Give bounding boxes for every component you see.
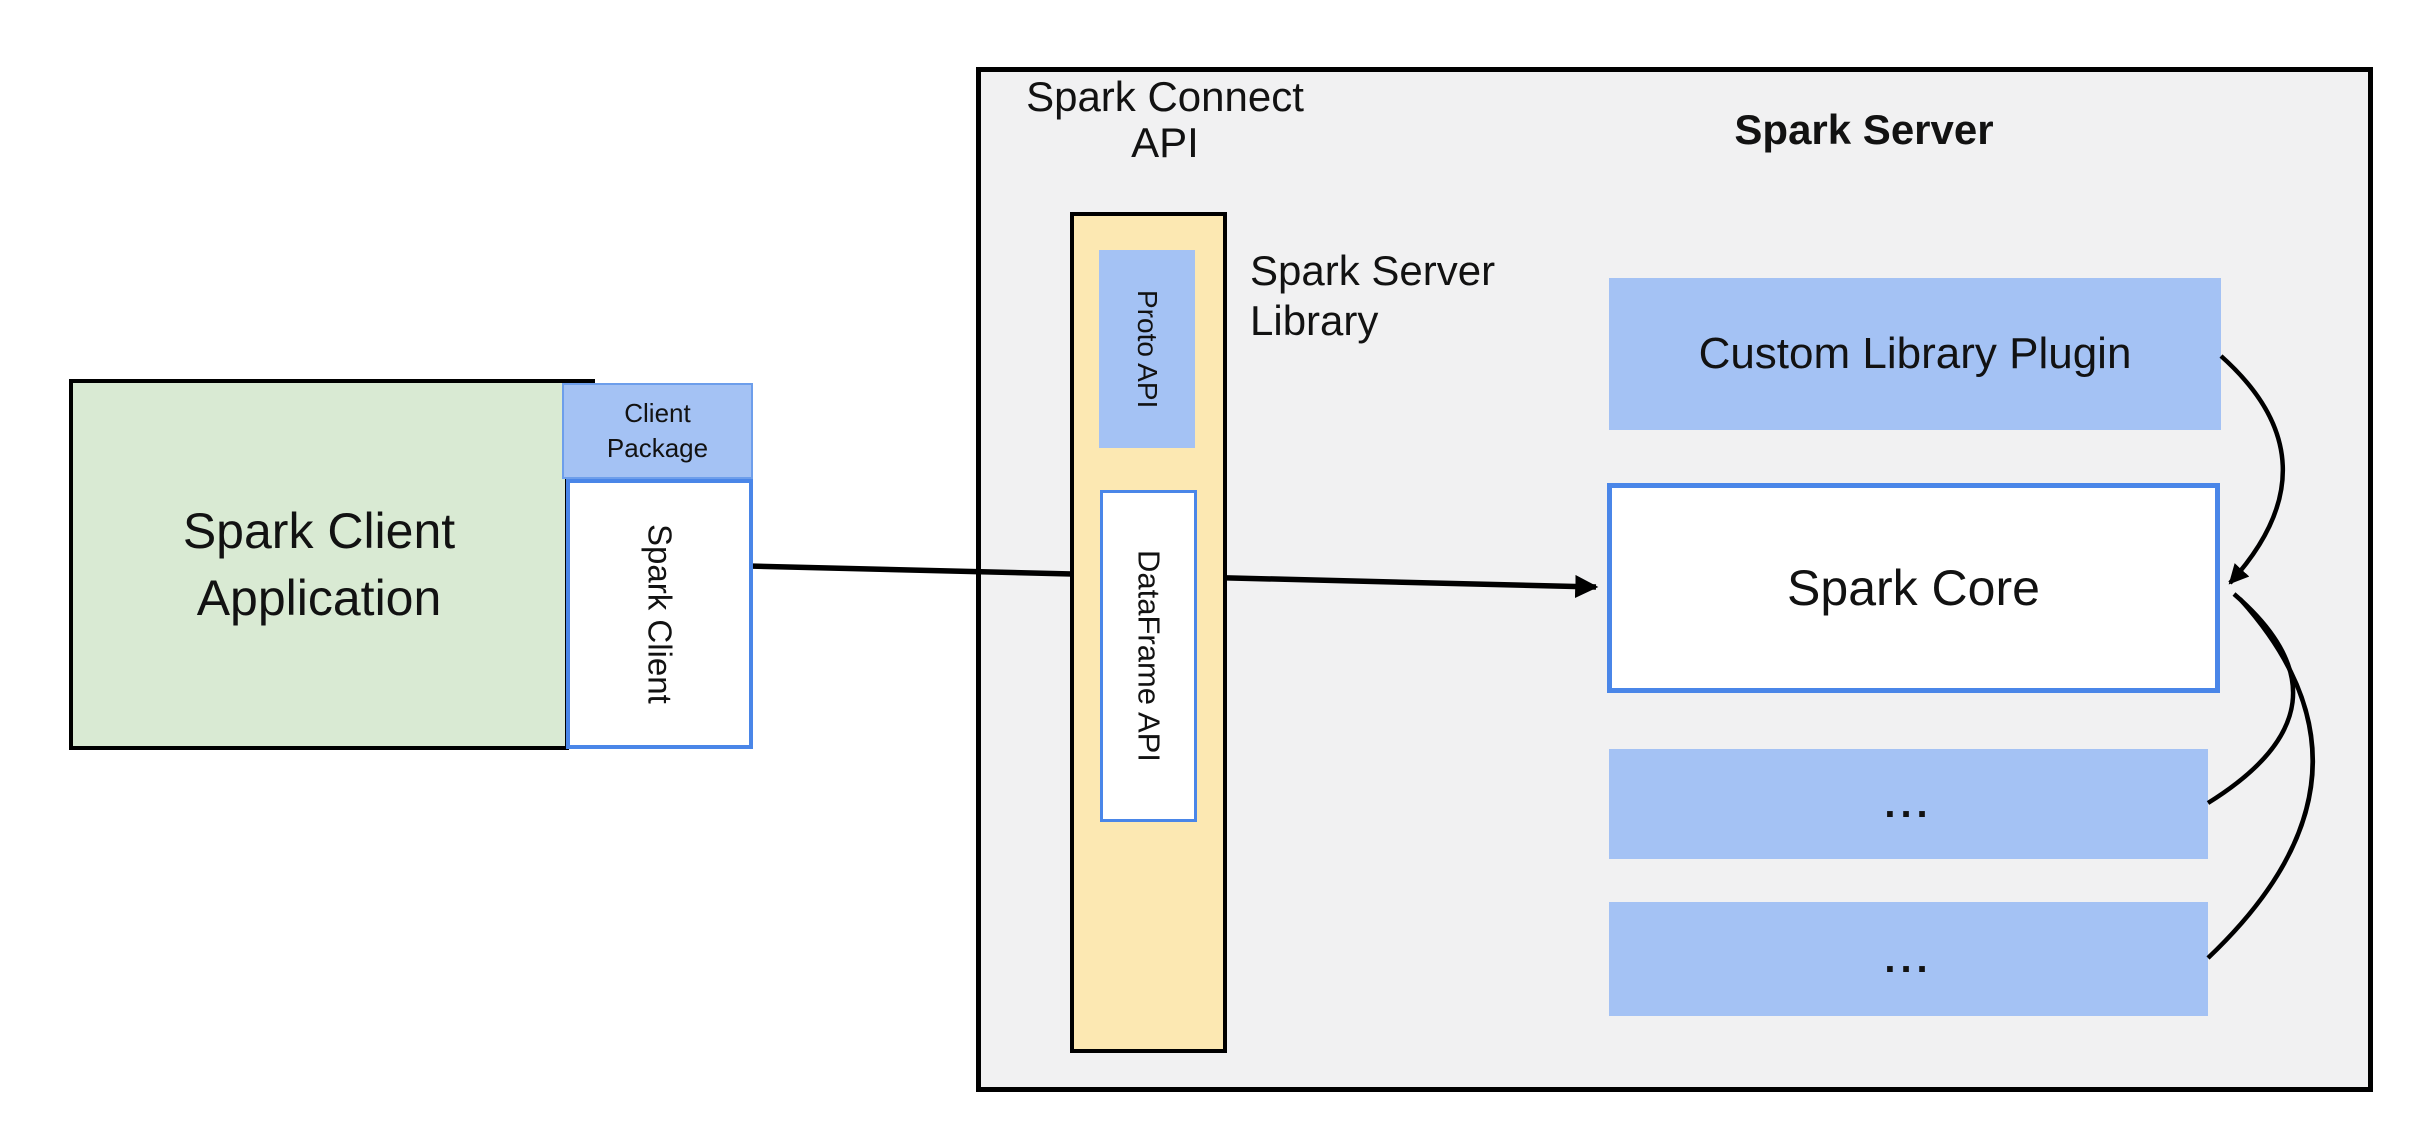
dataframe-api-label: DataFrame API [1131, 550, 1167, 762]
more-plugins-label-2: ... [1884, 937, 1933, 981]
spark-connect-api-label: Spark Connect API [1005, 74, 1325, 166]
proto-api-label: Proto API [1132, 289, 1163, 409]
spark-client-application-box: Spark Client Application [69, 379, 569, 750]
more-plugins-label-1: ... [1884, 782, 1933, 826]
custom-library-plugin-label: Custom Library Plugin [1698, 329, 2132, 378]
spark-core-box: Spark Core [1607, 483, 2220, 693]
more-plugins-box-2: ... [1609, 902, 2208, 1016]
proto-api-box: Proto API [1099, 250, 1195, 448]
spark-server-library-label: Spark Server Library [1250, 247, 1496, 344]
more-plugins-box-1: ... [1609, 749, 2208, 859]
spark-core-label: Spark Core [1787, 560, 2040, 616]
spark-server-title: Spark Server [1734, 106, 1994, 153]
spark-client-label: Spark Client [641, 524, 679, 704]
spark-client-box: Spark Client [566, 479, 753, 749]
client-package-box: Client Package [562, 383, 753, 479]
spark-client-application-label: Spark Client Application [182, 502, 456, 626]
dataframe-api-box: DataFrame API [1100, 490, 1197, 822]
custom-library-plugin-box: Custom Library Plugin [1609, 278, 2221, 430]
spark-connect-api-label-line2: API [1131, 119, 1199, 166]
client-package-label: Client Package [606, 398, 709, 463]
spark-connect-api-label-line1: Spark Connect [1026, 73, 1304, 120]
